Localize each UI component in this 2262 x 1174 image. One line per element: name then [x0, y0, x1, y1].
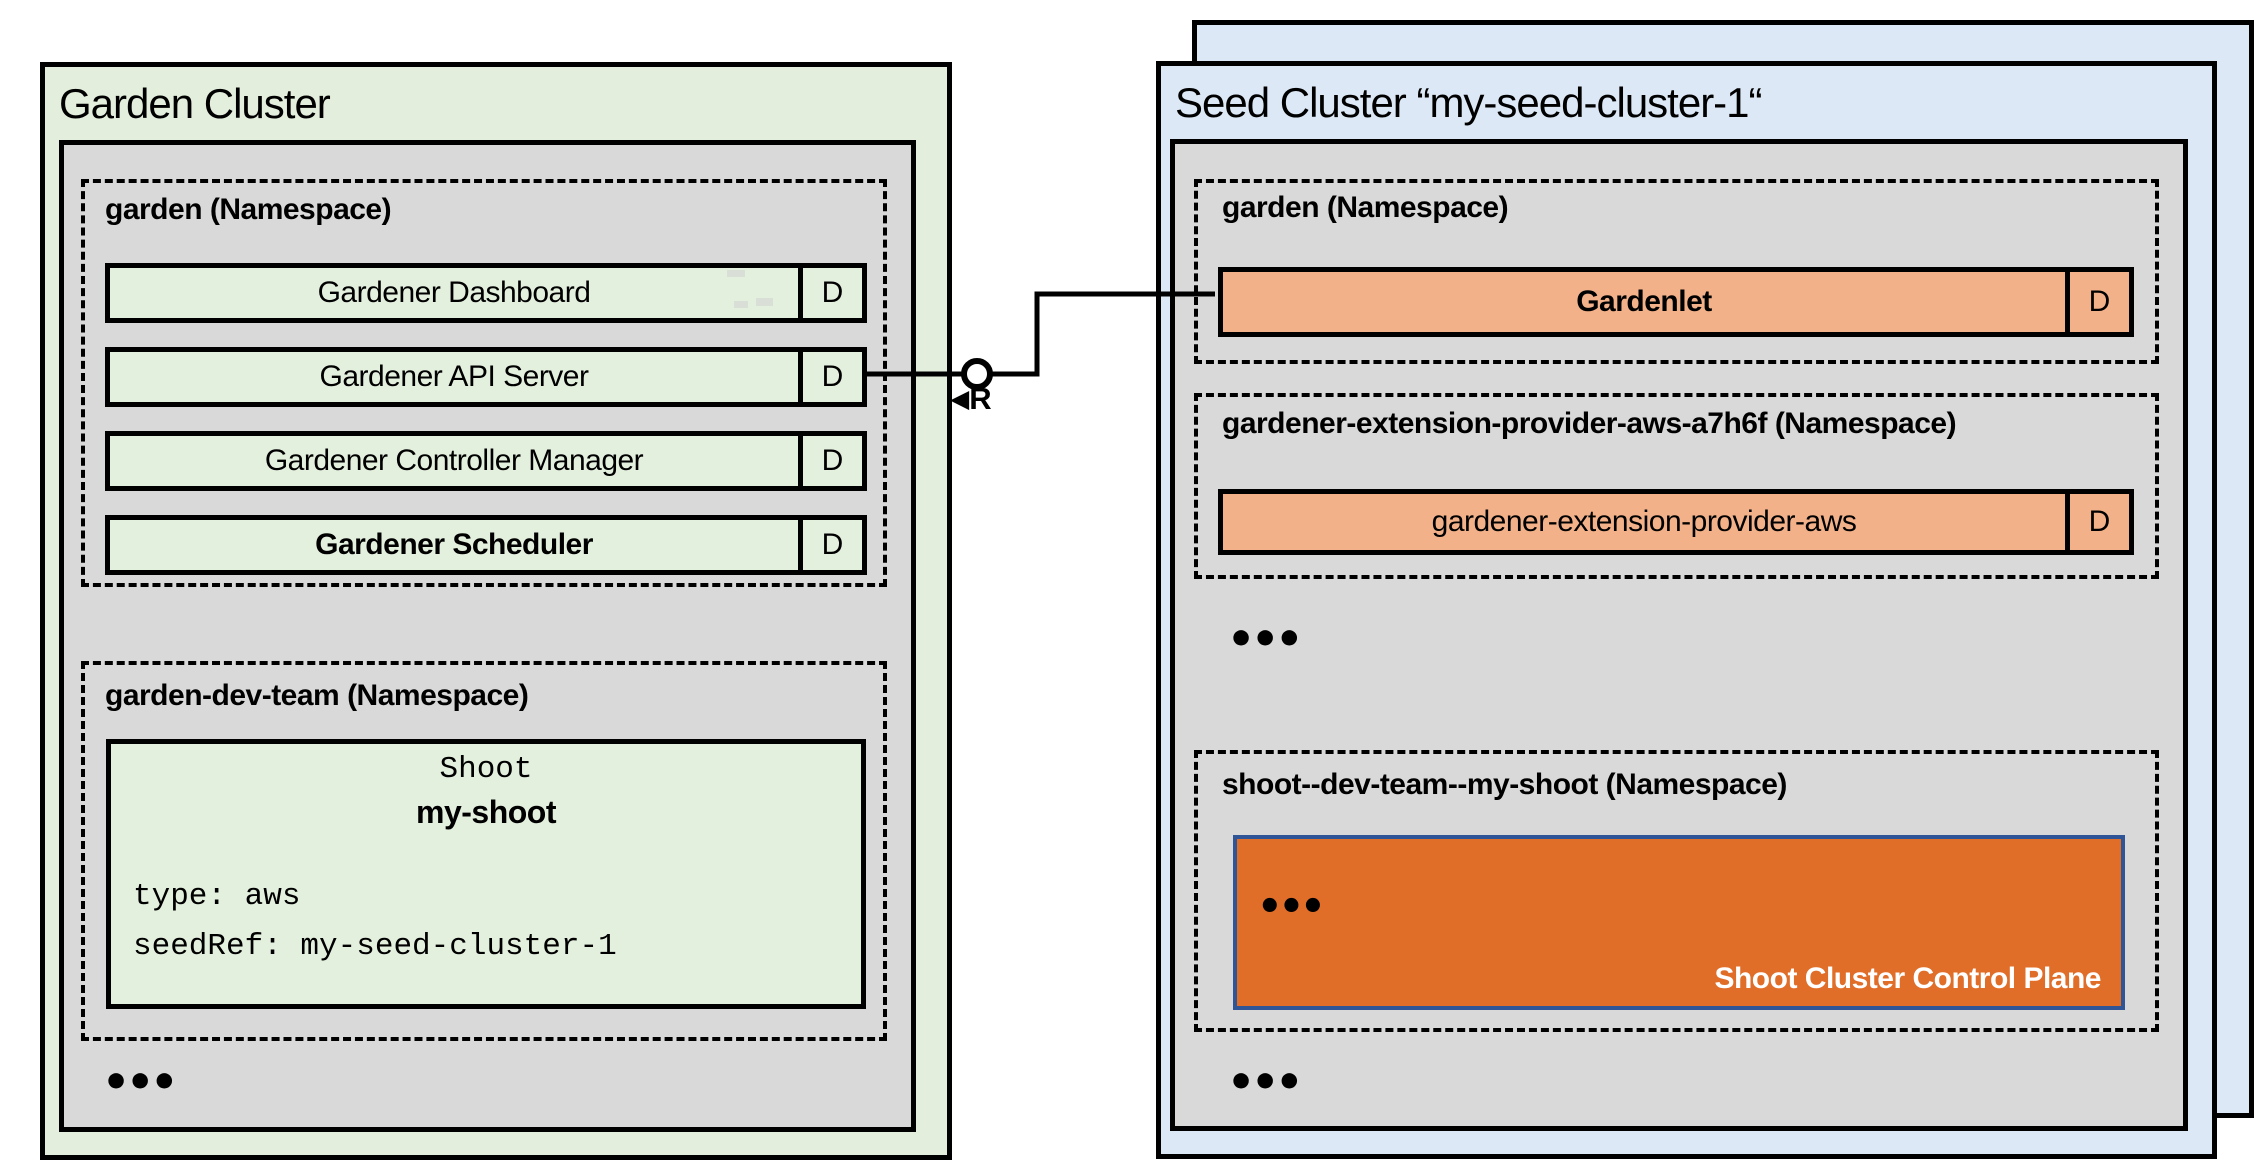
garden-namespace-box: garden (Namespace) Gardener Dashboard D …	[81, 179, 887, 587]
deployment-badge: D	[2065, 272, 2129, 332]
seed-cluster-panel: garden (Namespace) Gardenlet D gardener-…	[1170, 139, 2188, 1131]
gardener-scheduler-bar: Gardener Scheduler D	[105, 515, 867, 575]
gardener-scheduler-label: Gardener Scheduler	[315, 528, 593, 561]
artifact-dash	[756, 298, 773, 306]
shoot-kind: Shoot	[439, 752, 533, 787]
seed-garden-namespace-box: garden (Namespace) Gardenlet D	[1194, 179, 2159, 364]
extension-provider-label: gardener-extension-provider-aws	[1431, 505, 1857, 538]
garden-cluster-box: Garden Cluster garden (Namespace) Garden…	[40, 62, 952, 1160]
shoot-control-plane-box: ••• Shoot Cluster Control Plane	[1233, 835, 2125, 1010]
gardener-controller-manager-bar: Gardener Controller Manager D	[105, 431, 867, 491]
deployment-badge: D	[798, 352, 862, 402]
deployment-badge: D	[2065, 494, 2129, 550]
shoot-spec: type: aws seedRef: my-seed-cluster-1	[133, 872, 617, 972]
more-resources-indicator: •••	[102, 1057, 178, 1108]
extension-namespace-box: gardener-extension-provider-aws-a7h6f (N…	[1194, 393, 2159, 579]
more-shoot-namespaces-indicator: •••	[1227, 1057, 1303, 1108]
garden-dev-team-namespace-label: garden-dev-team (Namespace)	[105, 679, 529, 712]
shoot-namespace-label: shoot--dev-team--my-shoot (Namespace)	[1222, 768, 1787, 801]
shoot-spec-type: type: aws	[133, 879, 301, 914]
deployment-badge: D	[798, 268, 862, 318]
garden-cluster-panel: garden (Namespace) Gardener Dashboard D …	[59, 140, 916, 1132]
artifact-dash	[734, 301, 748, 308]
extension-provider-bar: gardener-extension-provider-aws D	[1218, 489, 2134, 555]
gardenlet-label: Gardenlet	[1576, 285, 1712, 318]
shoot-name: my-shoot	[416, 794, 557, 830]
gardener-api-server-label: Gardener API Server	[319, 360, 589, 393]
gardener-api-server-bar: Gardener API Server D	[105, 347, 867, 407]
deployment-badge: D	[798, 520, 862, 570]
control-plane-caption: Shoot Cluster Control Plane	[1714, 962, 2101, 995]
shoot-spec-seedref: seedRef: my-seed-cluster-1	[133, 929, 617, 965]
gardener-dashboard-label: Gardener Dashboard	[317, 276, 591, 309]
deployment-badge: D	[798, 436, 862, 486]
gardener-dashboard-bar: Gardener Dashboard D	[105, 263, 867, 323]
seed-garden-namespace-label: garden (Namespace)	[1222, 191, 1509, 224]
seed-cluster-title: Seed Cluster “my-seed-cluster-1“	[1175, 79, 1763, 126]
shoot-namespace-box: shoot--dev-team--my-shoot (Namespace) ••…	[1194, 750, 2159, 1032]
shoot-resource-card: Shoot my-shoot type: aws seedRef: my-seed…	[106, 739, 866, 1009]
relation-label: R	[969, 381, 992, 416]
garden-dev-team-namespace-box: garden-dev-team (Namespace) Shoot my-sho…	[81, 661, 887, 1041]
garden-cluster-title: Garden Cluster	[59, 80, 331, 127]
relation-tag: ◀R	[950, 383, 992, 414]
garden-namespace-label: garden (Namespace)	[105, 193, 392, 226]
seed-cluster-box: Seed Cluster “my-seed-cluster-1“ garden …	[1156, 61, 2217, 1159]
extension-namespace-label: gardener-extension-provider-aws-a7h6f (N…	[1222, 407, 1957, 440]
gardenlet-bar: Gardenlet D	[1218, 267, 2134, 337]
more-namespaces-indicator: •••	[1227, 614, 1303, 665]
left-arrow-icon: ◀	[950, 384, 970, 413]
artifact-dash	[727, 270, 745, 277]
control-plane-more-indicator: •••	[1257, 884, 1326, 930]
gardener-controller-manager-label: Gardener Controller Manager	[264, 444, 644, 477]
